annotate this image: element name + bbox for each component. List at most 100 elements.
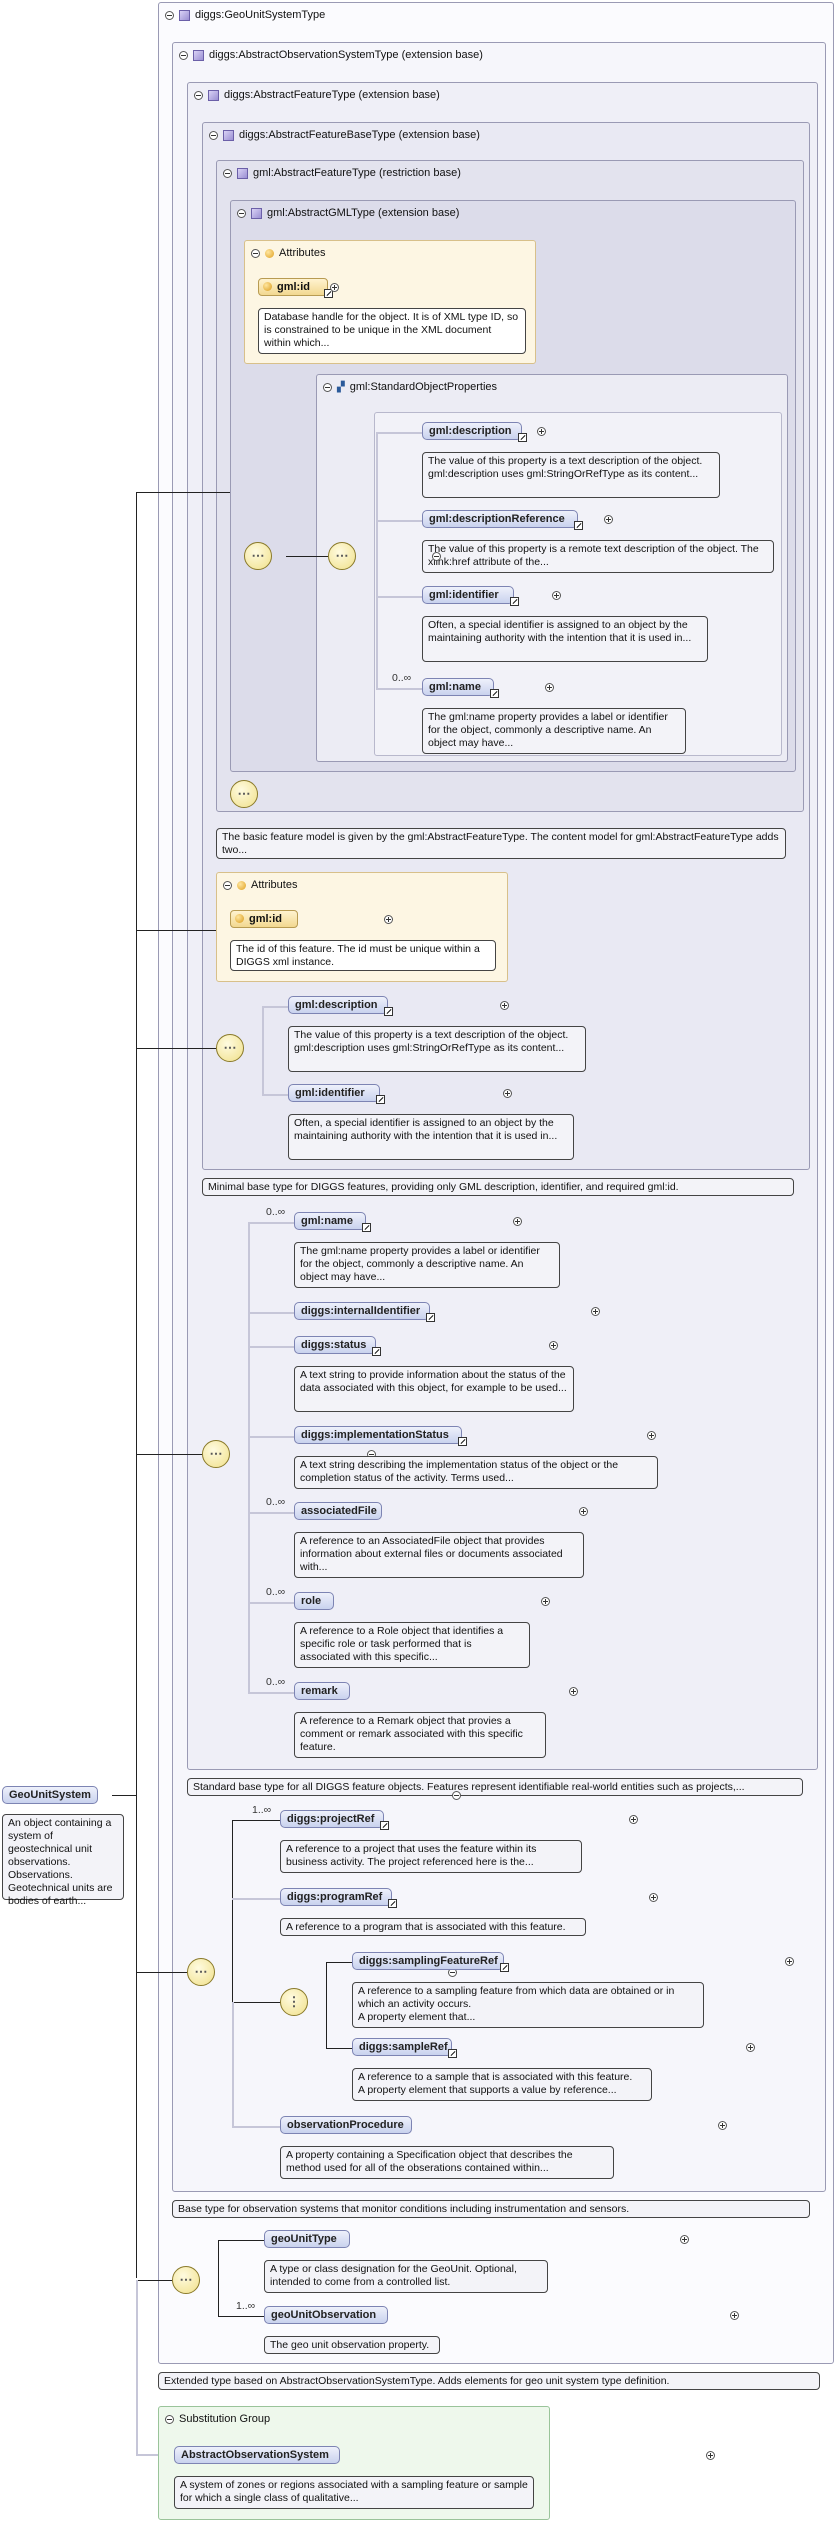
expand-icon[interactable] [717, 2121, 727, 2130]
expand-icon[interactable] [785, 1957, 795, 1966]
expand-icon[interactable] [499, 1001, 509, 1010]
feature-base-identifier-element[interactable]: gml:identifier [288, 1084, 385, 1104]
internal-identifier-element[interactable]: diggs:internalIdentifier [294, 1302, 435, 1322]
collapse-toggle-icon[interactable] [323, 382, 332, 392]
sample-ref-element[interactable]: diggs:sampleRef [352, 2038, 457, 2058]
frame-title: diggs:AbstractObservationSystemType (ext… [209, 49, 483, 61]
feature-name-element[interactable]: gml:name [294, 1212, 371, 1232]
expand-icon[interactable] [729, 2311, 739, 2320]
expand-icon[interactable] [537, 427, 547, 436]
gml-identifier-doc: Often, a special identifier is assigned … [422, 616, 708, 662]
project-ref-doc: A reference to a project that uses the f… [280, 1840, 582, 1873]
collapse-toggle-icon[interactable] [165, 2414, 174, 2424]
feature-gml-id-attribute[interactable]: gml:id [230, 910, 298, 928]
program-ref-doc: A reference to a program that is associa… [280, 1918, 586, 1936]
sequence-icon[interactable]: ⋯ [230, 780, 258, 808]
reference-icon [376, 1095, 385, 1104]
implementation-status-element[interactable]: diggs:implementationStatus [294, 1426, 467, 1446]
collapse-toggle-icon[interactable] [223, 880, 232, 890]
gml-id-doc: Database handle for the object. It is of… [258, 308, 526, 354]
choice-icon[interactable]: ⋮ [280, 1988, 308, 2016]
collapse-toggle-icon[interactable] [451, 1791, 461, 1800]
remark-element[interactable]: remark [294, 1682, 350, 1700]
status-element[interactable]: diggs:status [294, 1336, 381, 1356]
attributes-icon [237, 880, 246, 890]
sequence-icon[interactable]: ⋯ [328, 542, 356, 570]
role-cardinality: 0..∞ [266, 1586, 286, 1598]
abstract-observation-system-doc: A system of zones or regions associated … [174, 2476, 534, 2509]
project-ref-cardinality: 1..∞ [252, 1804, 272, 1816]
expand-icon[interactable] [579, 1507, 588, 1516]
abstract-observation-system-element[interactable]: AbstractObservationSystem [174, 2446, 340, 2464]
sample-ref-doc: A reference to a sample that is associat… [352, 2068, 652, 2101]
expand-icon[interactable] [552, 591, 562, 600]
frame-title: gml:AbstractGMLType (extension base) [267, 207, 460, 219]
gml-description-element[interactable]: gml:description [422, 422, 527, 442]
expand-icon[interactable] [745, 2043, 755, 2052]
expand-icon[interactable] [541, 1597, 551, 1606]
geounitsystem-element[interactable]: GeoUnitSystem [2, 1786, 98, 1804]
complex-type-icon [223, 129, 234, 141]
expand-icon[interactable] [330, 283, 339, 292]
geounitsystemtype-doc: Extended type based on AbstractObservati… [158, 2372, 820, 2390]
collapse-toggle-icon[interactable] [194, 90, 203, 100]
collapse-toggle-icon[interactable] [432, 552, 442, 561]
project-ref-element[interactable]: diggs:projectRef [280, 1810, 389, 1830]
geo-unit-type-element[interactable]: geoUnitType [264, 2230, 350, 2248]
observation-system-doc: Base type for observation systems that m… [172, 2200, 810, 2218]
expand-icon[interactable] [548, 1341, 558, 1350]
expand-icon[interactable] [502, 1089, 512, 1098]
expand-icon[interactable] [569, 1687, 579, 1696]
sequence-icon[interactable]: ⋯ [216, 1034, 244, 1062]
geounitsystem-doc: An object containing a system of geostec… [2, 1814, 124, 1907]
reference-icon [448, 2049, 457, 2058]
collapse-toggle-icon[interactable] [179, 50, 188, 60]
sequence-icon[interactable]: ⋯ [244, 542, 272, 570]
status-doc: A text string to provide information abo… [294, 1366, 574, 1412]
expand-icon[interactable] [679, 2235, 689, 2244]
feature-gml-id-doc: The id of this feature. The id must be u… [230, 940, 496, 971]
reference-icon [458, 1437, 467, 1446]
feature-base-description-element[interactable]: gml:description [288, 996, 393, 1016]
reference-icon [490, 689, 499, 698]
expand-icon[interactable] [545, 683, 555, 692]
gml-name-element[interactable]: gml:name [422, 678, 499, 698]
complex-type-icon [193, 49, 204, 61]
expand-icon[interactable] [590, 1307, 600, 1316]
feature-base-description-doc: The value of this property is a text des… [288, 1026, 586, 1072]
frame-title: diggs:GeoUnitSystemType [195, 9, 326, 21]
collapse-toggle-icon[interactable] [251, 248, 260, 258]
expand-icon[interactable] [512, 1217, 522, 1226]
role-doc: A reference to a Role object that identi… [294, 1622, 530, 1668]
program-ref-element[interactable]: diggs:programRef [280, 1888, 397, 1908]
reference-icon [426, 1313, 435, 1322]
observation-procedure-element[interactable]: observationProcedure [280, 2116, 412, 2134]
collapse-toggle-icon[interactable] [237, 208, 246, 218]
expand-icon[interactable] [649, 1893, 659, 1902]
expand-icon[interactable] [604, 515, 614, 524]
gml-description-reference-element[interactable]: gml:descriptionReference [422, 510, 583, 530]
gml-identifier-element[interactable]: gml:identifier [422, 586, 519, 606]
sampling-feature-ref-element[interactable]: diggs:samplingFeatureRef [352, 1952, 509, 1972]
sequence-icon[interactable]: ⋯ [172, 2266, 200, 2294]
collapse-toggle-icon[interactable] [209, 130, 218, 140]
gml-id-attribute[interactable]: gml:id [258, 278, 333, 298]
expand-icon[interactable] [384, 915, 394, 924]
collapse-toggle-icon[interactable] [165, 10, 174, 20]
feature-name-cardinality: 0..∞ [266, 1206, 286, 1218]
sequence-icon[interactable]: ⋯ [202, 1440, 230, 1468]
expand-icon[interactable] [705, 2451, 715, 2460]
associated-file-cardinality: 0..∞ [266, 1496, 286, 1508]
sequence-icon[interactable]: ⋯ [187, 1958, 215, 1986]
gml-description-doc: The value of this property is a text des… [422, 452, 720, 498]
associated-file-element[interactable]: associatedFile [294, 1502, 382, 1520]
expand-icon[interactable] [646, 1431, 656, 1440]
attributes-icon [265, 248, 274, 258]
role-element[interactable]: role [294, 1592, 334, 1610]
expand-icon[interactable] [629, 1815, 639, 1824]
reference-icon [380, 1821, 389, 1830]
collapse-toggle-icon[interactable] [223, 168, 232, 178]
gml-name-doc: The gml:name property provides a label o… [422, 708, 686, 754]
group-icon: ▞ [337, 381, 345, 393]
geo-unit-observation-element[interactable]: geoUnitObservation [264, 2306, 388, 2324]
